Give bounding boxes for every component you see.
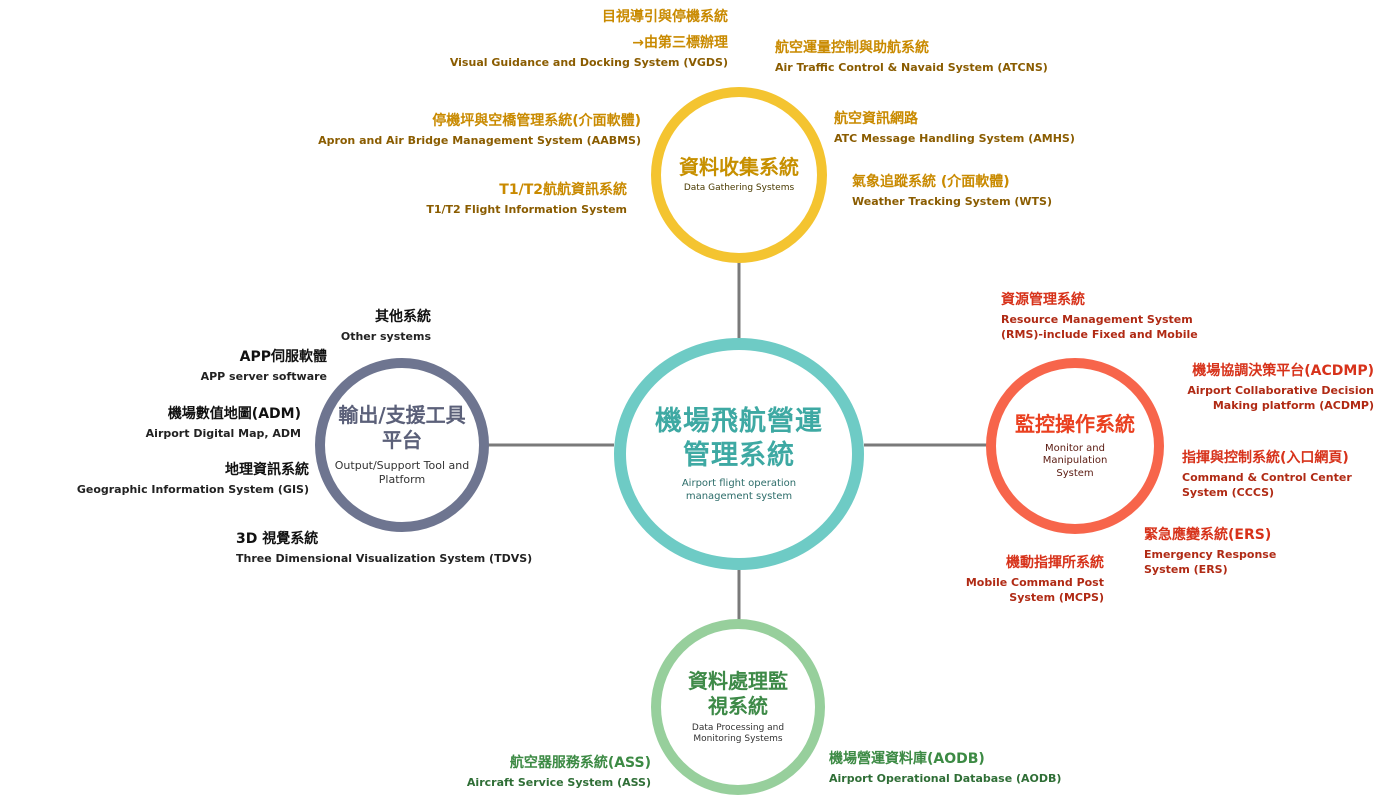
aodb-title: 機場營運資料庫(AODB) [829,751,985,767]
output-support-title: 輸出/支援工具平台 [338,403,466,453]
mcps-title: 機動指揮所系統 [1006,555,1104,571]
app-title: APP伺服軟體 [239,349,327,365]
aabms-label: 停機坪與空橋管理系統(介面軟體) Apron and Air Bridge Ma… [318,110,641,149]
atcns-en: Air Traffic Control & Navaid System (ATC… [775,61,1048,74]
ass-label: 航空器服務系統(ASS) Aircraft Service System (AS… [467,752,651,791]
ers-label: 緊急應變系統(ERS) Emergency Response System (E… [1144,524,1284,578]
wts-en: Weather Tracking System (WTS) [852,195,1052,208]
cccs-en: Command & Control Center System (CCCS) [1182,471,1352,499]
t1t2-label: T1/T2航航資訊系統 T1/T2 Flight Information Sys… [426,179,627,218]
vgds-en: Visual Guidance and Docking System (VGDS… [449,56,728,69]
gis-label: 地理資訊系統 Geographic Information System (GI… [77,459,309,498]
gis-en: Geographic Information System (GIS) [76,483,309,496]
adm-en: Airport Digital Map, ADM [145,427,301,440]
aabms-en: Apron and Air Bridge Management System (… [318,134,641,147]
monitor-manipulation-title: 監控操作系統 [1015,411,1135,436]
wts-title: 氣象追蹤系統 (介面軟體) [852,174,1010,190]
ass-title: 航空器服務系統(ASS) [509,755,651,771]
atcns-label: 航空運量控制與助航系統 Air Traffic Control & Navaid… [775,37,1048,76]
amhs-en: ATC Message Handling System (AMHS) [834,132,1075,145]
other-systems-title: 其他系統 [375,309,431,325]
gis-title: 地理資訊系統 [225,462,309,478]
rms-title: 資源管理系統 [1001,292,1085,308]
vgds-label: 目視導引與停機系統 →由第三標辦理 Visual Guidance and Do… [450,6,728,71]
center-hub-title-line1: 機場飛航營運 [655,405,823,437]
wts-label: 氣象追蹤系統 (介面軟體) Weather Tracking System (W… [852,171,1052,210]
adm-label: 機場數值地圖(ADM) Airport Digital Map, ADM [146,403,301,442]
acdmp-title: 機場協調決策平台(ACDMP) [1192,363,1374,379]
vgds-note: →由第三標辦理 [632,35,728,51]
ers-title: 緊急應變系統(ERS) [1144,527,1272,543]
aabms-title: 停機坪與空橋管理系統(介面軟體) [432,113,641,129]
output-support-subtitle: Output/Support Tool and Platform [334,459,470,486]
other-systems-label: 其他系統 Other systems [341,306,431,345]
adm-title: 機場數值地圖(ADM) [167,406,301,422]
monitor-manipulation-subtitle: Monitor and Manipulation System [1042,442,1108,479]
tdvs-title: 3D 視覺系統 [236,531,319,547]
aodb-en: Airport Operational Database (AODB) [829,772,1062,785]
cccs-title: 指揮與控制系統(入口網頁) [1182,450,1349,466]
tdvs-label: 3D 視覺系統 Three Dimensional Visualization … [236,528,532,567]
app-en: APP server software [200,370,327,383]
acdmp-en: Airport Collaborative Decision Making pl… [1187,384,1374,412]
atcns-title: 航空運量控制與助航系統 [775,40,929,56]
center-hub-title-line2: 管理系統 [683,439,795,471]
center-hub-circle: 機場飛航營運 管理系統 Airport flight operation man… [614,338,864,570]
mcps-en: Mobile Command Post System (MCPS) [965,576,1104,604]
rms-label: 資源管理系統 Resource Management System (RMS)-… [1001,289,1216,343]
tdvs-en: Three Dimensional Visualization System (… [236,552,533,565]
t1t2-en: T1/T2 Flight Information System [426,203,627,216]
output-support-circle: 輸出/支援工具平台 Output/Support Tool and Platfo… [315,358,489,532]
acdmp-label: 機場協調決策平台(ACDMP) Airport Collaborative De… [1169,360,1374,414]
data-gathering-circle: 資料收集系統 Data Gathering Systems [651,87,827,263]
data-processing-subtitle: Data Processing and Monitoring Systems [691,722,785,744]
cccs-label: 指揮與控制系統(入口網頁) Command & Control Center S… [1182,447,1367,501]
vgds-title: 目視導引與停機系統 [602,9,728,25]
amhs-label: 航空資訊網路 ATC Message Handling System (AMHS… [834,108,1075,147]
t1t2-title: T1/T2航航資訊系統 [499,182,627,198]
data-gathering-subtitle: Data Gathering Systems [683,183,795,194]
data-gathering-title: 資料收集系統 [679,155,799,180]
center-hub-subtitle: Airport flight operation management syst… [681,478,797,502]
mcps-label: 機動指揮所系統 Mobile Command Post System (MCPS… [949,552,1104,606]
data-processing-title: 資料處理監視系統 [688,668,788,718]
amhs-title: 航空資訊網路 [834,111,918,127]
ers-en: Emergency Response System (ERS) [1144,548,1277,576]
other-systems-en: Other systems [340,330,431,343]
aodb-label: 機場營運資料庫(AODB) Airport Operational Databa… [829,748,1061,787]
app-label: APP伺服軟體 APP server software [201,346,327,385]
data-processing-circle: 資料處理監視系統 Data Processing and Monitoring … [651,619,825,795]
monitor-manipulation-circle: 監控操作系統 Monitor and Manipulation System [986,358,1164,534]
rms-en: Resource Management System (RMS)-include… [1001,313,1198,341]
ass-en: Aircraft Service System (ASS) [466,776,651,789]
